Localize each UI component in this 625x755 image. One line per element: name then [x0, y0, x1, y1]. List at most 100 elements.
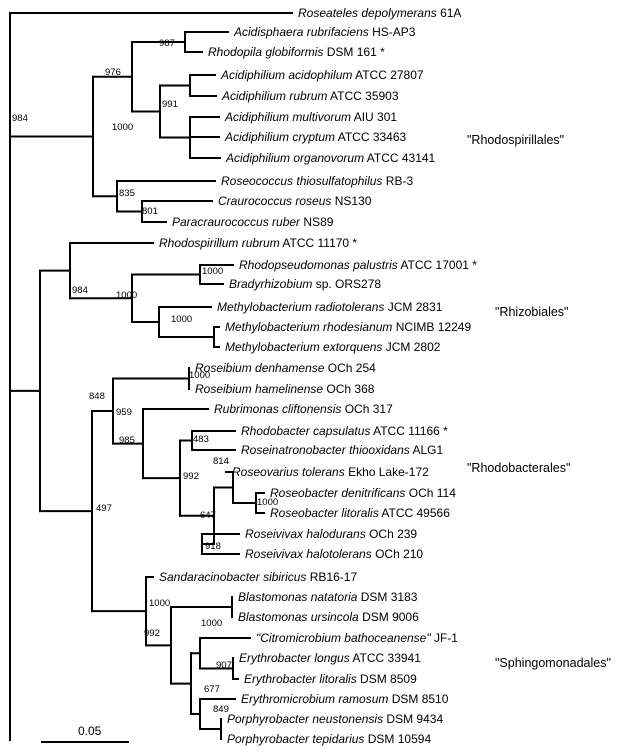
- taxon-name: Acidisphaera rubrifaciens: [233, 25, 369, 39]
- bootstrap-value-23: 992: [144, 628, 160, 639]
- bootstrap-value-27: 849: [213, 704, 229, 715]
- type-marker: *: [440, 424, 448, 438]
- taxon-strain: ATCC 43141: [364, 151, 435, 165]
- taxon-name: Paracraurococcus ruber: [172, 215, 301, 229]
- bootstrap-value-3: 991: [162, 99, 178, 110]
- taxon-strain: sp. ORS278: [312, 277, 381, 291]
- taxon-label-6: Acidiphilium cryptum ATCC 33463: [224, 130, 407, 144]
- taxon-label-4: Acidiphilium rubrum ATCC 35903: [221, 89, 399, 103]
- bootstrap-value-20: 918: [205, 541, 221, 552]
- bootstrap-value-25: 907: [216, 660, 232, 671]
- taxon-label-18: Roseibium hamelinense OCh 368: [195, 382, 375, 396]
- taxon-label-12: Rhodopseudomonas palustris ATCC 17001 *: [239, 258, 477, 272]
- bootstrap-value-2: 976: [105, 67, 121, 78]
- taxon-label-7: Acidiphilium organovorum ATCC 43141: [225, 151, 436, 165]
- type-marker: *: [349, 236, 357, 250]
- taxon-strain: ATCC 17001: [398, 258, 469, 272]
- taxon-label-26: Roseivivax halotolerans OCh 210: [245, 547, 423, 561]
- scale-bar: 0.05: [41, 724, 129, 743]
- taxon-label-2: Rhodopila globiformis DSM 161 *: [208, 45, 385, 59]
- taxon-strain: ALG1: [410, 443, 444, 457]
- taxon-label-20: Rhodobacter capsulatus ATCC 11166 *: [241, 424, 448, 438]
- taxon-strain: NS89: [300, 215, 334, 229]
- taxon-strain: 61A: [437, 6, 462, 20]
- taxon-name: Rhodobacter capsulatus: [241, 424, 370, 438]
- taxon-name: Rhodospirillum rubrum: [159, 236, 280, 250]
- taxon-name: Porphyrobacter tepidarius: [227, 732, 364, 746]
- taxon-name: Methylobacterium extorquens: [225, 340, 382, 354]
- taxon-label-17: Roseibium denhamense OCh 254: [195, 361, 376, 375]
- taxon-strain: OCh 239: [366, 527, 418, 541]
- bootstrap-value-4: 1000: [112, 122, 133, 133]
- taxon-label-15: Methylobacterium rhodesianum NCIMB 12249: [225, 320, 471, 334]
- taxon-strain: AIU 301: [351, 110, 397, 124]
- bootstrap-value-21: 497: [96, 503, 112, 514]
- taxon-name: Acidiphilium cryptum: [224, 130, 335, 144]
- taxon-label-34: Porphyrobacter neustonensis DSM 9434: [227, 712, 443, 726]
- group-label-0: "Rhodospirillales": [467, 133, 564, 147]
- tree-branches: [9, 12, 293, 741]
- taxon-label-13: Bradyrhizobium sp. ORS278: [229, 277, 381, 291]
- taxon-label-0: Roseateles depolymerans 61A: [298, 6, 461, 20]
- taxon-strain: DSM 9006: [359, 610, 419, 624]
- taxon-name: Acidiphilium rubrum: [221, 89, 327, 103]
- taxon-strain: Ekho Lake-172: [345, 465, 429, 479]
- taxon-name: Sandaracinobacter sibiricus: [159, 570, 306, 584]
- taxon-strain: ATCC 27807: [352, 68, 423, 82]
- taxon-name: Bradyrhizobium: [229, 277, 312, 291]
- type-marker: *: [377, 45, 385, 59]
- taxon-label-22: Roseovarius tolerans Ekho Lake-172: [232, 465, 429, 479]
- bootstrap-value-9: 1000: [116, 290, 137, 301]
- taxon-strain: JCM 2802: [382, 340, 440, 354]
- bootstrap-value-17: 814: [213, 456, 229, 467]
- taxon-strain: NCIMB 12249: [392, 320, 471, 334]
- taxon-label-35: Porphyrobacter tepidarius DSM 10594: [227, 732, 431, 746]
- taxon-label-31: Erythrobacter longus ATCC 33941: [239, 651, 421, 665]
- taxon-name: Craurococcus roseus: [218, 194, 331, 208]
- taxon-labels: Roseateles depolymerans 61A Acidisphaera …: [159, 6, 477, 746]
- taxon-name: Acidiphilium acidophilum: [220, 68, 352, 82]
- bootstrap-value-13: 1000: [189, 370, 210, 381]
- group-label-2: "Rhodobacterales": [467, 461, 570, 475]
- taxon-label-23: Roseobacter denitrificans OCh 114: [270, 486, 456, 500]
- taxon-strain: JF-1: [431, 631, 459, 645]
- taxon-name: Rhodopseudomonas palustris: [239, 258, 398, 272]
- taxon-label-10: Paracraurococcus ruber NS89: [172, 215, 334, 229]
- taxon-label-5: Acidiphilium multivorum AIU 301: [224, 110, 397, 124]
- taxon-strain: NS130: [331, 194, 371, 208]
- taxon-name: Roseobacter litoralis: [270, 506, 379, 520]
- taxon-name: Methylobacterium radiotolerans: [217, 300, 384, 314]
- taxon-name: Blastomonas natatoria: [238, 590, 358, 604]
- taxon-name: Roseovarius tolerans: [232, 465, 345, 479]
- taxon-name: Rhodopila globiformis: [208, 45, 323, 59]
- bootstrap-value-5: 835: [119, 188, 135, 199]
- scale-bar-label: 0.05: [78, 724, 102, 738]
- taxon-label-32: Erythrobacter litoralis DSM 8509: [244, 672, 417, 686]
- taxon-strain: OCh 210: [372, 547, 424, 561]
- taxon-label-19: Rubrimonas cliftonensis OCh 317: [214, 402, 393, 416]
- taxon-label-21: Roseinatronobacter thiooxidans ALG1: [241, 443, 443, 457]
- taxon-strain: DSM 8509: [357, 672, 417, 686]
- taxon-label-30: "Citromicrobium bathoceanense" JF-1: [256, 631, 458, 645]
- bootstrap-value-1: 987: [159, 38, 175, 49]
- taxon-strain: OCh 317: [341, 402, 393, 416]
- taxon-strain: DSM 10594: [364, 732, 431, 746]
- taxon-strain: JCM 2831: [384, 300, 442, 314]
- bootstrap-value-24: 1000: [201, 618, 222, 629]
- bootstrap-value-8: 1000: [202, 266, 223, 277]
- taxon-strain: ATCC 11170: [280, 236, 350, 250]
- taxon-name: Porphyrobacter neustonensis: [227, 712, 383, 726]
- bootstrap-value-12: 959: [116, 407, 132, 418]
- group-labels: "Rhodospirillales""Rhizobiales""Rhodobac…: [467, 133, 611, 670]
- group-label-3: "Sphingomonadales": [495, 656, 611, 670]
- taxon-strain: ATCC 33463: [335, 130, 406, 144]
- taxon-strain: ATCC 11166: [370, 424, 440, 438]
- taxon-name: Acidiphilium organovorum: [225, 151, 364, 165]
- taxon-label-14: Methylobacterium radiotolerans JCM 2831: [217, 300, 443, 314]
- taxon-name: Erythromicrobium ramosum: [241, 692, 388, 706]
- taxon-name: Roseobacter denitrificans: [270, 486, 405, 500]
- taxon-name: Roseivivax halotolerans: [245, 547, 372, 561]
- taxon-label-24: Roseobacter litoralis ATCC 49566: [270, 506, 450, 520]
- taxon-label-33: Erythromicrobium ramosum DSM 8510: [241, 692, 449, 706]
- bootstrap-value-11: 848: [89, 391, 105, 402]
